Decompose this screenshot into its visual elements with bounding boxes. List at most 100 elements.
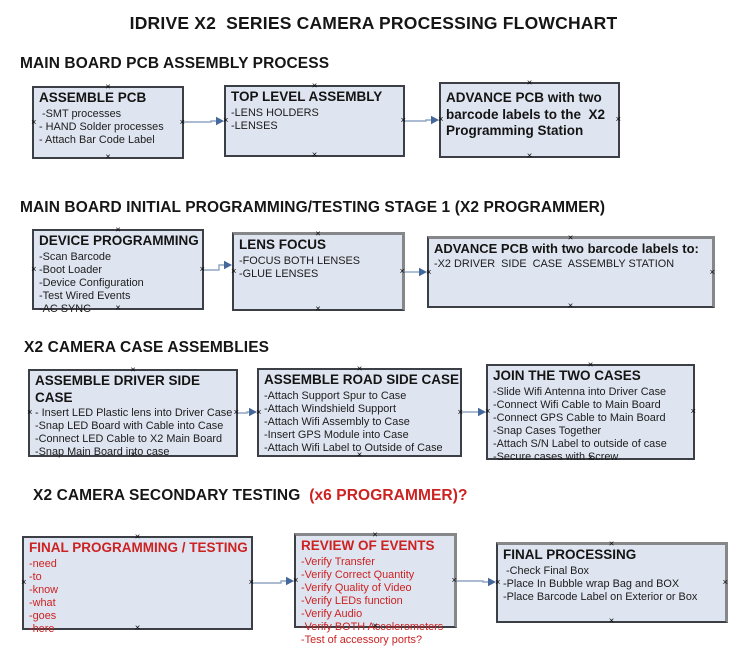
anchor-x-icon: ×	[526, 150, 533, 162]
anchor-x-icon: ×	[20, 577, 27, 588]
flow-box-review-of-events: REVIEW OF EVENTS -Verify Transfer-Verify…	[293, 530, 457, 645]
box-item: -X2 DRIVER SIDE CASE ASSEMBLY STATION	[434, 258, 675, 271]
page-title: IDRIVE X2 SERIES CAMERA PROCESSING FLOWC…	[129, 13, 618, 33]
box-title: REVIEW OF EVENTS	[301, 538, 435, 553]
box-item: -Verify LEDs function	[301, 594, 403, 607]
box-item: -here	[29, 622, 55, 635]
flow-box-final-programming-testing: FINAL PROGRAMMING / TESTING -need-to-kno…	[20, 532, 254, 634]
anchor-x-icon: ×	[311, 149, 318, 161]
connector-arrow	[457, 577, 496, 587]
box-item: -Verify Transfer	[301, 555, 375, 568]
box-item: -Secure cases with Screw	[493, 450, 619, 463]
box-item: -Snap LED Board with Cable into Case	[35, 420, 224, 433]
box-item: -Attach Support Spur to Case	[264, 389, 407, 402]
box-items: -Scan Barcode-Boot Loader-Device Configu…	[39, 251, 202, 316]
box-item: -Test Wired Events	[39, 289, 131, 302]
box-item: -Attach S/N Label to outside of case	[493, 437, 667, 450]
box-item: -Snap Cases Together	[493, 424, 602, 437]
box-item: -FOCUS BOTH LENSES	[239, 254, 361, 267]
box-item: -Verify Quality of Video	[301, 581, 412, 594]
anchor-x-icon: ×	[608, 615, 615, 627]
box-item: -what	[29, 596, 56, 609]
box-item: -Boot Loader	[39, 263, 102, 276]
box-item: -Device Configuration	[39, 276, 144, 289]
box-items: - Insert LED Plastic lens into Driver Ca…	[35, 407, 236, 459]
box-item: -Scan Barcode	[39, 250, 112, 263]
box-item: -LENSES	[231, 119, 278, 132]
box-item: -AC SYNC	[39, 302, 92, 315]
box-item: -Snap Main Board into case	[35, 446, 170, 459]
box-title: ADVANCE PCB with two barcode labels to t…	[446, 90, 609, 138]
flow-box-assemble-driver-side-case: ASSEMBLE DRIVER SIDE CASE - Insert LED P…	[26, 365, 239, 459]
box-item: -Connect Wifi Cable to Main Board	[493, 398, 661, 411]
anchor-x-icon: ×	[30, 263, 37, 275]
box-item: -Connect GPS Cable to Main Board	[493, 411, 666, 424]
section-heading-initial-programming: MAIN BOARD INITIAL PROGRAMMING/TESTING S…	[20, 199, 606, 216]
flow-box-device-programming: DEVICE PROGRAMMING -Scan Barcode-Boot Lo…	[30, 225, 205, 314]
box-items: -Attach Support Spur to Case-Attach Wind…	[264, 390, 460, 455]
box-items: -need-to-know-what-goes-here	[29, 558, 251, 636]
box-item: -Connect LED Cable to X2 Main Board	[35, 433, 223, 446]
box-item: -Verify Correct Quantity	[301, 568, 415, 581]
anchor-x-icon: ×	[105, 151, 111, 163]
connector-arrow	[253, 576, 294, 586]
flow-box-join-the-two-cases: JOIN THE TWO CASES -Slide Wifi Antenna i…	[485, 360, 696, 462]
flow-box-assemble-pcb: ASSEMBLE PCB -SMT processes- HAND Solder…	[30, 82, 185, 163]
box-item: -SMT processes	[39, 107, 122, 120]
box-title: FINAL PROCESSING	[503, 547, 637, 562]
flow-box-advance-to-programming-station: ADVANCE PCB with two barcode labels to t…	[438, 77, 621, 162]
anchor-x-icon: ×	[526, 77, 533, 89]
connector-arrow	[462, 407, 486, 417]
flow-box-final-processing: FINAL PROCESSING -Check Final Box-Place …	[495, 539, 728, 627]
box-item: -LENS HOLDERS	[231, 106, 319, 119]
box-items: -Verify Transfer-Verify Correct Quantity…	[301, 556, 454, 647]
box-item: -Check Final Box	[503, 564, 589, 577]
anchor-x-icon: ×	[315, 303, 321, 315]
flow-box-lens-focus: LENS FOCUS -FOCUS BOTH LENSES-GLUE LENSE…	[231, 229, 405, 315]
box-item: -Insert GPS Module into Case	[264, 428, 409, 441]
section-heading-pcb-assembly: MAIN BOARD PCB ASSEMBLY PROCESS	[20, 55, 330, 72]
box-title: TOP LEVEL ASSEMBLY	[231, 89, 383, 104]
box-item: -GLUE LENSES	[239, 267, 319, 280]
anchor-x-icon: ×	[26, 407, 33, 418]
box-item: -know	[29, 583, 59, 596]
box-item: -Verify Audio	[301, 607, 363, 620]
box-item: -Slide Wifi Antenna into Driver Case	[493, 385, 667, 398]
box-item: -Place In Bubble wrap Bag and BOX	[503, 577, 680, 590]
box-items: -Slide Wifi Antenna into Driver Case-Con…	[493, 386, 693, 464]
box-item: -Attach Wifi Assembly to Case	[264, 415, 410, 428]
connector-arrow	[238, 407, 257, 417]
box-item: -goes	[29, 609, 57, 622]
box-item: -Verify BOTH Accelerometers	[301, 620, 444, 633]
section-heading-case-assemblies: X2 CAMERA CASE ASSEMBLIES	[24, 339, 270, 356]
anchor-x-icon: ×	[30, 116, 37, 128]
box-items: -Check Final Box-Place In Bubble wrap Ba…	[503, 565, 725, 604]
box-item: - HAND Solder processes	[39, 120, 164, 133]
box-title: LENS FOCUS	[239, 237, 327, 252]
anchor-x-icon: ×	[567, 300, 574, 312]
box-item: -Place Barcode Label on Exterior or Box	[503, 590, 698, 603]
box-title: JOIN THE TWO CASES	[493, 368, 641, 383]
box-item: - Attach Bar Code Label	[39, 133, 155, 146]
box-item: -to	[29, 570, 42, 583]
connector-arrow	[405, 115, 439, 125]
connector-arrow	[405, 267, 427, 277]
section-heading-secondary-testing-black: X2 CAMERA SECONDARY TESTING	[33, 487, 305, 504]
flow-box-top-level-assembly: TOP LEVEL ASSEMBLY -LENS HOLDERS-LENSES …	[223, 81, 406, 161]
box-item: -need	[29, 557, 57, 570]
section-heading-secondary-testing: X2 CAMERA SECONDARY TESTING (x6 PROGRAMM…	[33, 487, 468, 505]
box-title: ASSEMBLE DRIVER SIDE CASE	[35, 373, 204, 405]
flow-box-advance-to-driver-side-station: ADVANCE PCB with two barcode labels to: …	[426, 233, 715, 312]
box-items: -X2 DRIVER SIDE CASE ASSEMBLY STATION	[434, 258, 712, 271]
box-items: -LENS HOLDERS-LENSES	[231, 107, 403, 133]
box-title: ASSEMBLE ROAD SIDE CASE	[264, 372, 460, 387]
box-item: -Test of accessory ports?	[301, 633, 423, 646]
box-title: DEVICE PROGRAMMING	[39, 233, 199, 248]
box-title: ASSEMBLE PCB	[39, 90, 147, 105]
box-title: ADVANCE PCB with two barcode labels to:	[434, 241, 699, 256]
box-item: - Insert LED Plastic lens into Driver Ca…	[35, 407, 233, 420]
flow-box-assemble-road-side-case: ASSEMBLE ROAD SIDE CASE -Attach Support …	[256, 364, 463, 459]
connector-arrow	[204, 260, 232, 271]
section-heading-secondary-testing-red: (x6 PROGRAMMER)?	[304, 487, 468, 504]
